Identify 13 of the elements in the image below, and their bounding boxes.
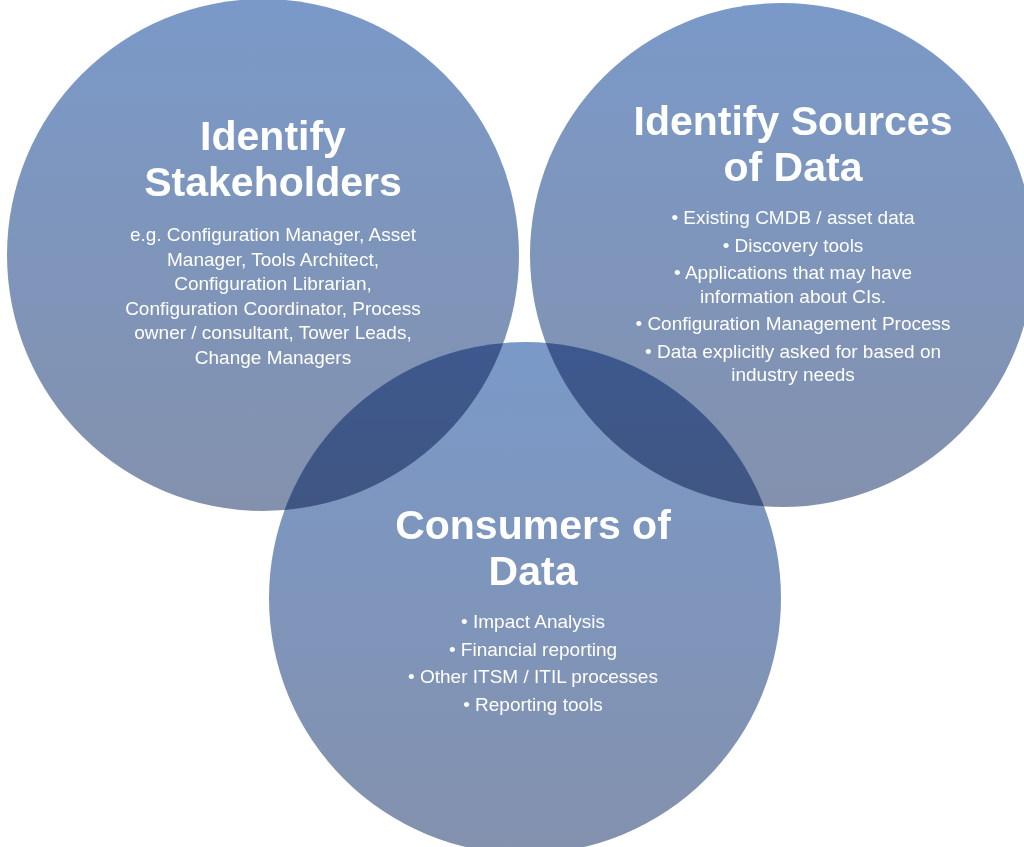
bullet-item: • Configuration Management Process xyxy=(634,312,952,336)
circle-title: Identify Stakeholders xyxy=(143,113,403,205)
bullet-item: • Financial reporting xyxy=(447,637,619,661)
bullet-item: • Reporting tools xyxy=(462,692,604,716)
bullet-item: • Applications that may have information about CIs. xyxy=(673,261,913,308)
circle-title: Identify Sources of Data xyxy=(632,98,954,190)
bullet-item: • Other ITSM / ITIL processes xyxy=(407,665,659,689)
bullet-item: • Discovery tools xyxy=(721,233,865,257)
description-text: e.g. Configuration Manager, Asset Manager, Tools Architect, Configuration Librarian, Configuration Coordinator, Process owner / consultant, Tower Leads, Change Managers xyxy=(124,223,422,370)
bullet-item: • Existing CMDB / asset data xyxy=(670,206,916,230)
bullet-item: • Data explicitly asked for based on industry needs xyxy=(644,339,942,387)
bullet-item: • Impact Analysis xyxy=(460,610,606,634)
circle-title: Consumers of Data xyxy=(394,502,672,594)
